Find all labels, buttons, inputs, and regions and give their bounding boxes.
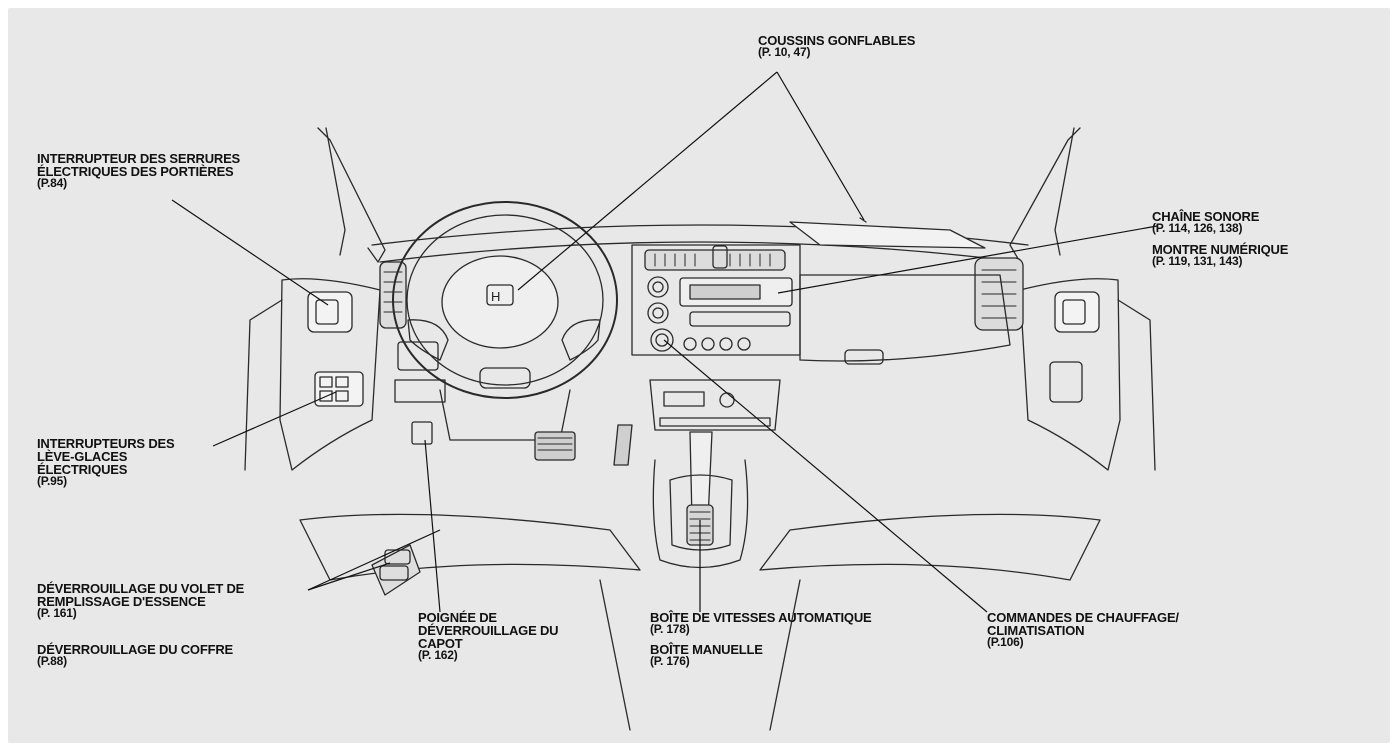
label-auto-trans-title: BOÎTE DE VITESSES AUTOMATIQUE [650, 610, 872, 625]
label-trunk-title: DÉVERROUILLAGE DU COFFRE [37, 642, 233, 657]
leader-airbag-passenger [776, 71, 865, 221]
label-airbags-title: COUSSINS GONFLABLES [758, 33, 916, 48]
label-trunk: DÉVERROUILLAGE DU COFFRE (P.88) [37, 643, 233, 667]
label-climate: COMMANDES DE CHAUFFAGE/ CLIMATISATION (P… [987, 611, 1179, 648]
leader-fuel [307, 562, 391, 591]
door-lock-switch [307, 291, 353, 333]
leader-audio [777, 225, 1158, 294]
label-hood-line2: DÉVERROUILLAGE DU [418, 623, 559, 638]
label-door-locks-pages: (P.84) [37, 176, 67, 190]
leader-hood [424, 439, 441, 613]
label-hood-pages: (P. 162) [418, 648, 458, 662]
label-fuel-door-line2: REMPLISSAGE D'ESSENCE [37, 594, 206, 609]
label-manual-trans: BOÎTE MANUELLE (P. 176) [650, 643, 763, 667]
label-auto-trans: BOÎTE DE VITESSES AUTOMATIQUE (P. 178) [650, 610, 872, 636]
airbag-hub [441, 255, 559, 349]
label-climate-pages: (P.106) [987, 635, 1024, 649]
hood-release-handle [411, 421, 433, 445]
label-manual-trans-title: BOÎTE MANUELLE [650, 642, 763, 657]
label-windows-line1: INTERRUPTEURS DES [37, 436, 175, 451]
label-climate-line1: COMMANDES DE CHAUFFAGE/ [987, 610, 1179, 625]
label-door-locks-line1: INTERRUPTEUR DES SERRURES [37, 151, 241, 166]
left-a-pillar [317, 127, 386, 263]
label-windows-line2: LÈVE-GLACES [37, 449, 128, 464]
climate-knob [650, 328, 674, 352]
label-fuel-door-line1: DÉVERROUILLAGE DU VOLET DE [37, 581, 245, 596]
label-door-locks-line2: ÉLECTRIQUES DES PORTIÈRES [37, 164, 234, 179]
label-climate-line2: CLIMATISATION [987, 623, 1085, 638]
label-hood-line1: POIGNÉE DE [418, 610, 497, 625]
label-audio-title: CHAÎNE SONORE [1152, 209, 1260, 224]
label-trunk-pages: (P.88) [37, 654, 67, 668]
svg-text:H: H [491, 289, 500, 304]
steering-wheel [392, 201, 618, 399]
label-airbags: COUSSINS GONFLABLES (P. 10, 47) [758, 34, 915, 58]
label-airbags-pages: (P. 10, 47) [758, 45, 811, 59]
label-clock-pages: (P. 119, 131, 143) [1152, 254, 1243, 268]
label-auto-trans-pages: (P. 178) [650, 622, 690, 636]
label-windows: INTERRUPTEURS DES LÈVE-GLACES ÉLECTRIQUE… [37, 436, 175, 488]
label-clock-title: MONTRE NUMÉRIQUE [1152, 242, 1289, 257]
label-door-locks: INTERRUPTEUR DES SERRURES ÉLECTRIQUES DE… [37, 152, 240, 189]
label-hood: POIGNÉE DE DÉVERROUILLAGE DU CAPOT (P. 1… [418, 610, 559, 662]
label-audio-pages: (P. 114, 126, 138) [1152, 221, 1243, 235]
label-manual-trans-pages: (P. 176) [650, 654, 690, 668]
fuel-trunk-release [371, 544, 421, 596]
label-fuel-door: DÉVERROUILLAGE DU VOLET DE REMPLISSAGE D… [37, 582, 244, 619]
label-audio: CHAÎNE SONORE (P. 114, 126, 138) [1152, 210, 1259, 234]
leader-windows [212, 391, 337, 447]
label-fuel-door-pages: (P. 161) [37, 606, 77, 620]
leader-climate [663, 339, 988, 613]
leader-airbag-driver [517, 71, 778, 291]
label-hood-line3: CAPOT [418, 636, 463, 651]
label-windows-line3: ÉLECTRIQUES [37, 462, 128, 477]
brake-pedal [534, 431, 576, 461]
window-switches [314, 371, 364, 407]
label-clock: MONTRE NUMÉRIQUE (P. 119, 131, 143) [1152, 243, 1288, 267]
diagram-panel [8, 8, 1390, 743]
leader-door-locks [171, 199, 329, 306]
label-windows-pages: (P.95) [37, 474, 67, 488]
